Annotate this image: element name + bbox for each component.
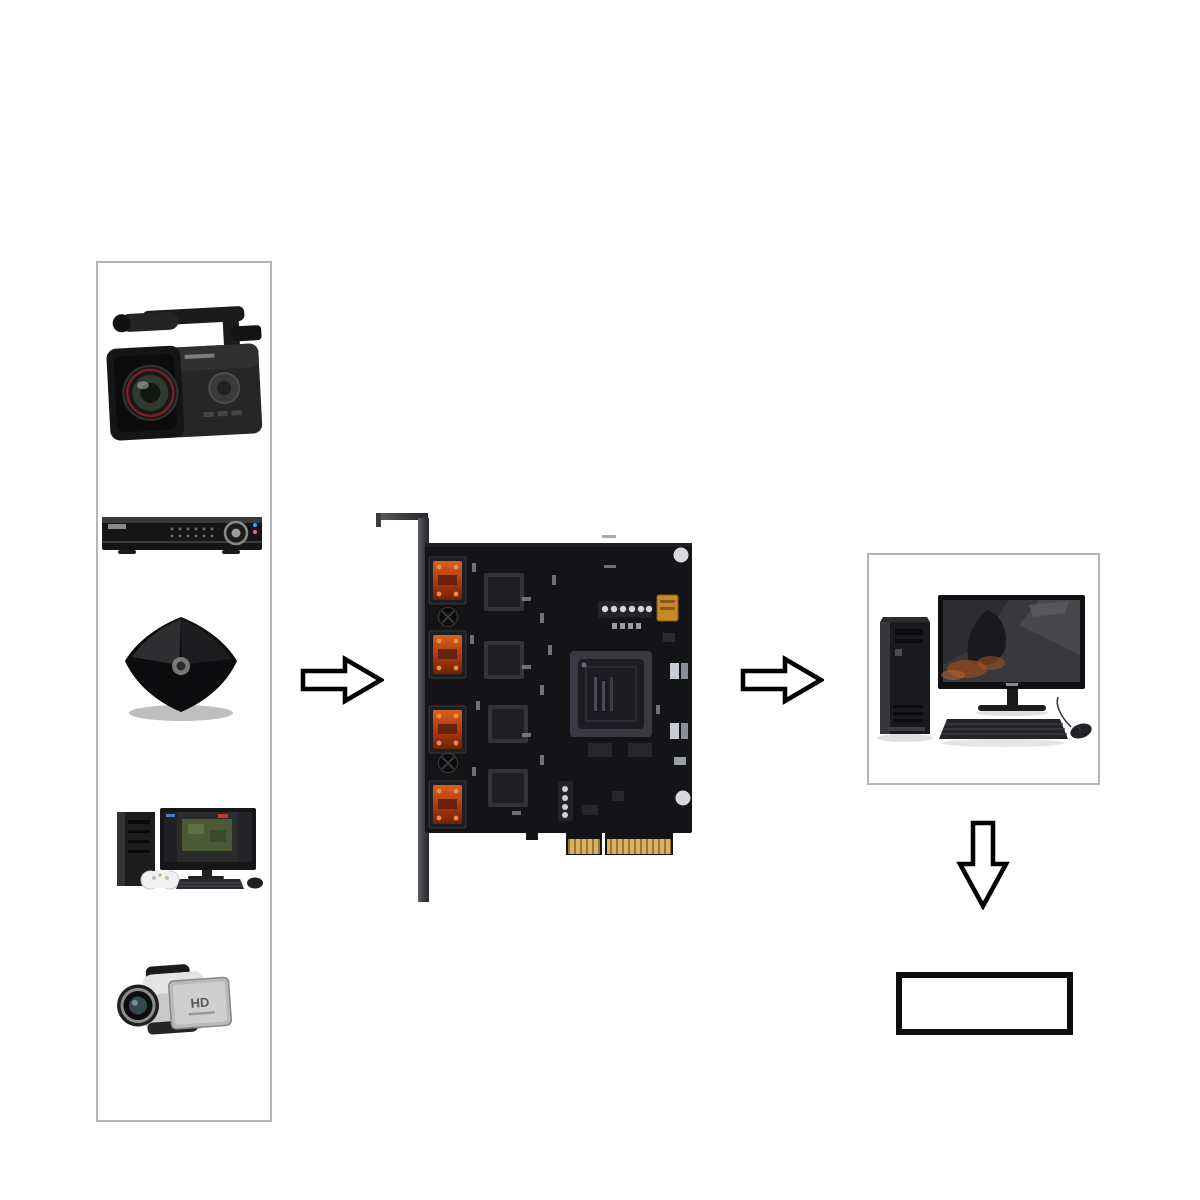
pin-header — [598, 601, 653, 629]
dvr-buttons — [170, 527, 214, 538]
hdmi-ports — [428, 556, 467, 829]
pc-panel — [867, 553, 1100, 785]
pc-keyboard — [939, 719, 1068, 739]
desktop-pc-image — [877, 595, 1092, 747]
pci-bracket — [376, 513, 429, 902]
gold-fingers-short — [568, 839, 600, 854]
pc-monitor — [938, 595, 1085, 711]
hdmi-port-1 — [428, 556, 467, 605]
hdmi-port-3 — [428, 705, 467, 754]
bracket-screws — [438, 607, 458, 773]
vertical-header — [558, 781, 573, 821]
gaming-pc-image — [117, 808, 263, 890]
orange-component — [656, 594, 679, 622]
handheld-camcorder-image: HD — [117, 964, 233, 1035]
right-arrow-icon — [300, 655, 384, 705]
capture-card-image — [376, 513, 692, 902]
mounting-hole-bottom — [675, 790, 691, 806]
silkscreen-marks — [470, 535, 660, 815]
hdmi-port-2 — [428, 630, 467, 679]
pcie-edge-connector — [526, 833, 673, 855]
camcorder-viewfinder — [231, 325, 262, 342]
mounting-hole-top — [673, 547, 689, 563]
pc-tower — [880, 617, 930, 734]
xbox-controller — [140, 870, 180, 890]
down-arrow-icon — [956, 820, 1010, 910]
gaming-pc-keyboard — [176, 879, 244, 889]
arrow-pc-to-output — [956, 820, 1010, 910]
arrow-card-to-pc — [740, 655, 824, 705]
pro-camcorder-image — [106, 306, 263, 441]
passive-components — [582, 633, 688, 815]
hdmi-port-4 — [428, 780, 467, 829]
gaming-pc-mouse — [247, 877, 263, 889]
camcorder-microphone — [120, 311, 179, 332]
output-label-box — [896, 972, 1073, 1035]
right-arrow-icon — [740, 655, 824, 705]
receiver-chips — [484, 573, 528, 807]
sources-panel: HD — [96, 261, 272, 1122]
arrow-sources-to-card — [300, 655, 384, 705]
handcam-flip-screen: HD — [167, 976, 233, 1030]
gold-fingers-long — [607, 839, 671, 854]
handcam-hd-label: HD — [190, 995, 210, 1011]
dvr-image — [102, 517, 262, 554]
pc-mouse — [1056, 696, 1092, 739]
fpga-chip — [570, 651, 652, 737]
set-top-box-image — [125, 617, 237, 721]
